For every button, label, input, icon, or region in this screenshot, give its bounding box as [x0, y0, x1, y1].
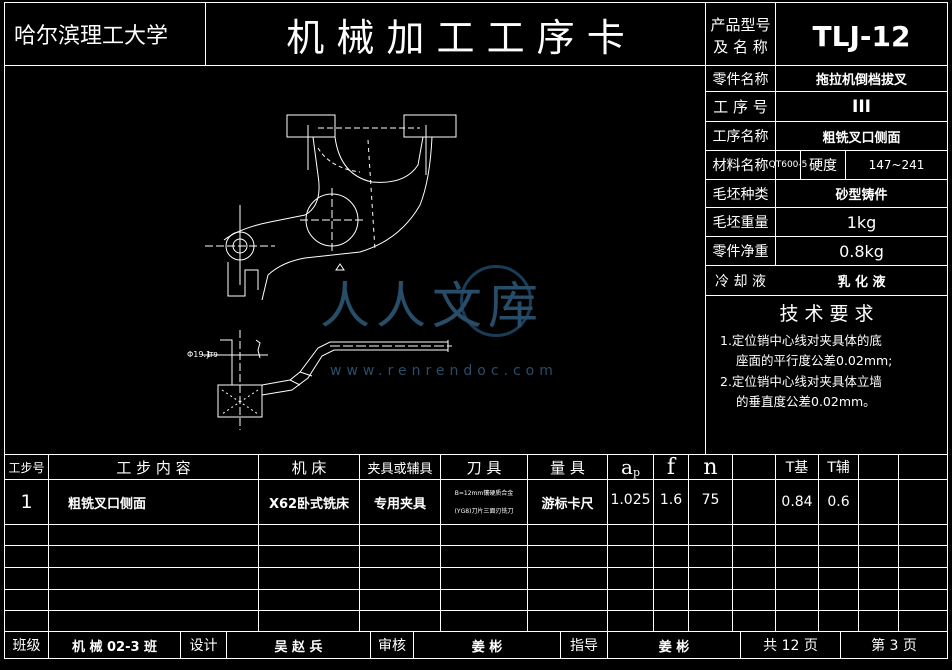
product-code: TLJ-12 — [812, 19, 911, 53]
part-name-value: 拖拉机倒档拔叉 — [815, 73, 907, 88]
coolant-label: 冷 却 液 — [715, 273, 766, 290]
col-f: f — [666, 454, 676, 480]
row-f: 1.6 — [659, 492, 683, 508]
watermark-logo-icon — [460, 265, 532, 337]
design-value: 吴 赵 兵 — [274, 639, 323, 655]
material-label: 材料名称 — [712, 158, 769, 174]
row-machine: X62卧式铣床 — [268, 496, 350, 512]
watermark: 人人文库 www.renrendoc.com — [320, 262, 620, 392]
row-n: 75 — [701, 492, 720, 508]
tech-requirement-line-1: 1.定位销中心线对夹具体的底 — [720, 332, 882, 348]
class-label: 班级 — [12, 638, 41, 654]
blank-type-label: 毛坯种类 — [712, 186, 769, 203]
part-weight-label: 零件净重 — [712, 244, 769, 260]
blank-weight-value: 1kg — [846, 212, 877, 232]
row-t-aux: 0.6 — [827, 494, 850, 510]
process-name-value: 粗铣叉口侧面 — [822, 130, 901, 146]
col-t-aux: T辅 — [827, 460, 850, 476]
product-name-label: 及 名 称 — [713, 37, 768, 56]
process-no-label: 工 序 号 — [713, 98, 768, 116]
row-ap: 1.025 — [610, 492, 651, 508]
tech-requirement-line-3: 2.定位销中心线对夹具体立墙 — [720, 373, 882, 389]
part-name-label: 零件名称 — [712, 71, 769, 88]
col-ap-sub: p — [632, 465, 640, 479]
product-model-label: 产品型号 — [710, 15, 771, 34]
page-title: 机 械 加 工 工 序 卡 — [286, 15, 625, 60]
tech-requirements-title: 技 术 要 求 — [779, 302, 874, 325]
row-tool-line-2: (YG8)刀片三面刃铣刀 — [454, 507, 514, 515]
col-ap-letter: a — [621, 455, 633, 479]
col-fixture: 夹具或辅具 — [367, 461, 433, 477]
col-n: n — [703, 454, 718, 480]
col-t-base: T基 — [785, 460, 809, 476]
process-no-value: III — [852, 96, 871, 117]
hardness-value: 147~241 — [868, 158, 925, 172]
review-value: 姜 彬 — [471, 639, 503, 655]
coolant-value: 乳 化 液 — [837, 275, 886, 290]
tech-requirement-line-2: 座面的平行度公差0.02mm; — [736, 352, 893, 368]
design-label: 设计 — [189, 638, 218, 654]
row-tool-line-1: B=12mm镶硬质合金 — [454, 489, 514, 497]
blank-weight-label: 毛坯重量 — [712, 215, 769, 231]
dimension-label: Φ19.1 — [187, 350, 211, 359]
review-label: 审核 — [378, 638, 406, 654]
process-name-label: 工序名称 — [712, 129, 769, 145]
col-step-no: 工步号 — [8, 460, 45, 475]
watermark-url: www.renrendoc.com — [330, 363, 558, 379]
hardness-label: 硬度 — [809, 158, 837, 174]
row-t-base: 0.84 — [781, 494, 813, 510]
material-value: QT600-5 — [768, 160, 808, 170]
row-step-content: 粗铣叉口侧面 — [68, 496, 147, 512]
university-name: 哈尔滨理工大学 — [14, 24, 169, 49]
guide-value: 姜 彬 — [658, 639, 690, 655]
col-machine: 机 床 — [291, 458, 327, 477]
class-value: 机 械 02-3 班 — [71, 639, 158, 655]
col-tool: 刀 具 — [466, 458, 502, 477]
part-weight-value: 0.8kg — [839, 241, 884, 261]
col-step-content: 工 步 内 容 — [116, 458, 191, 477]
row-step-no: 1 — [20, 491, 33, 513]
guide-label: 指导 — [570, 638, 598, 654]
page-number: 第 3 页 — [871, 638, 917, 654]
tech-requirement-line-4: 的垂直度公差0.02mm。 — [736, 393, 876, 409]
row-fixture: 专用夹具 — [373, 496, 426, 512]
watermark-brand: 人人文库 — [320, 277, 544, 335]
total-pages: 共 12 页 — [763, 638, 818, 654]
row-gauge: 游标卡尺 — [541, 496, 594, 512]
dimension-fit: JT9 — [206, 351, 218, 359]
blank-type-value: 砂型铸件 — [835, 188, 888, 203]
part-drawing: Φ19.1 JT9 — [187, 114, 457, 430]
col-gauge: 量 具 — [550, 458, 585, 477]
